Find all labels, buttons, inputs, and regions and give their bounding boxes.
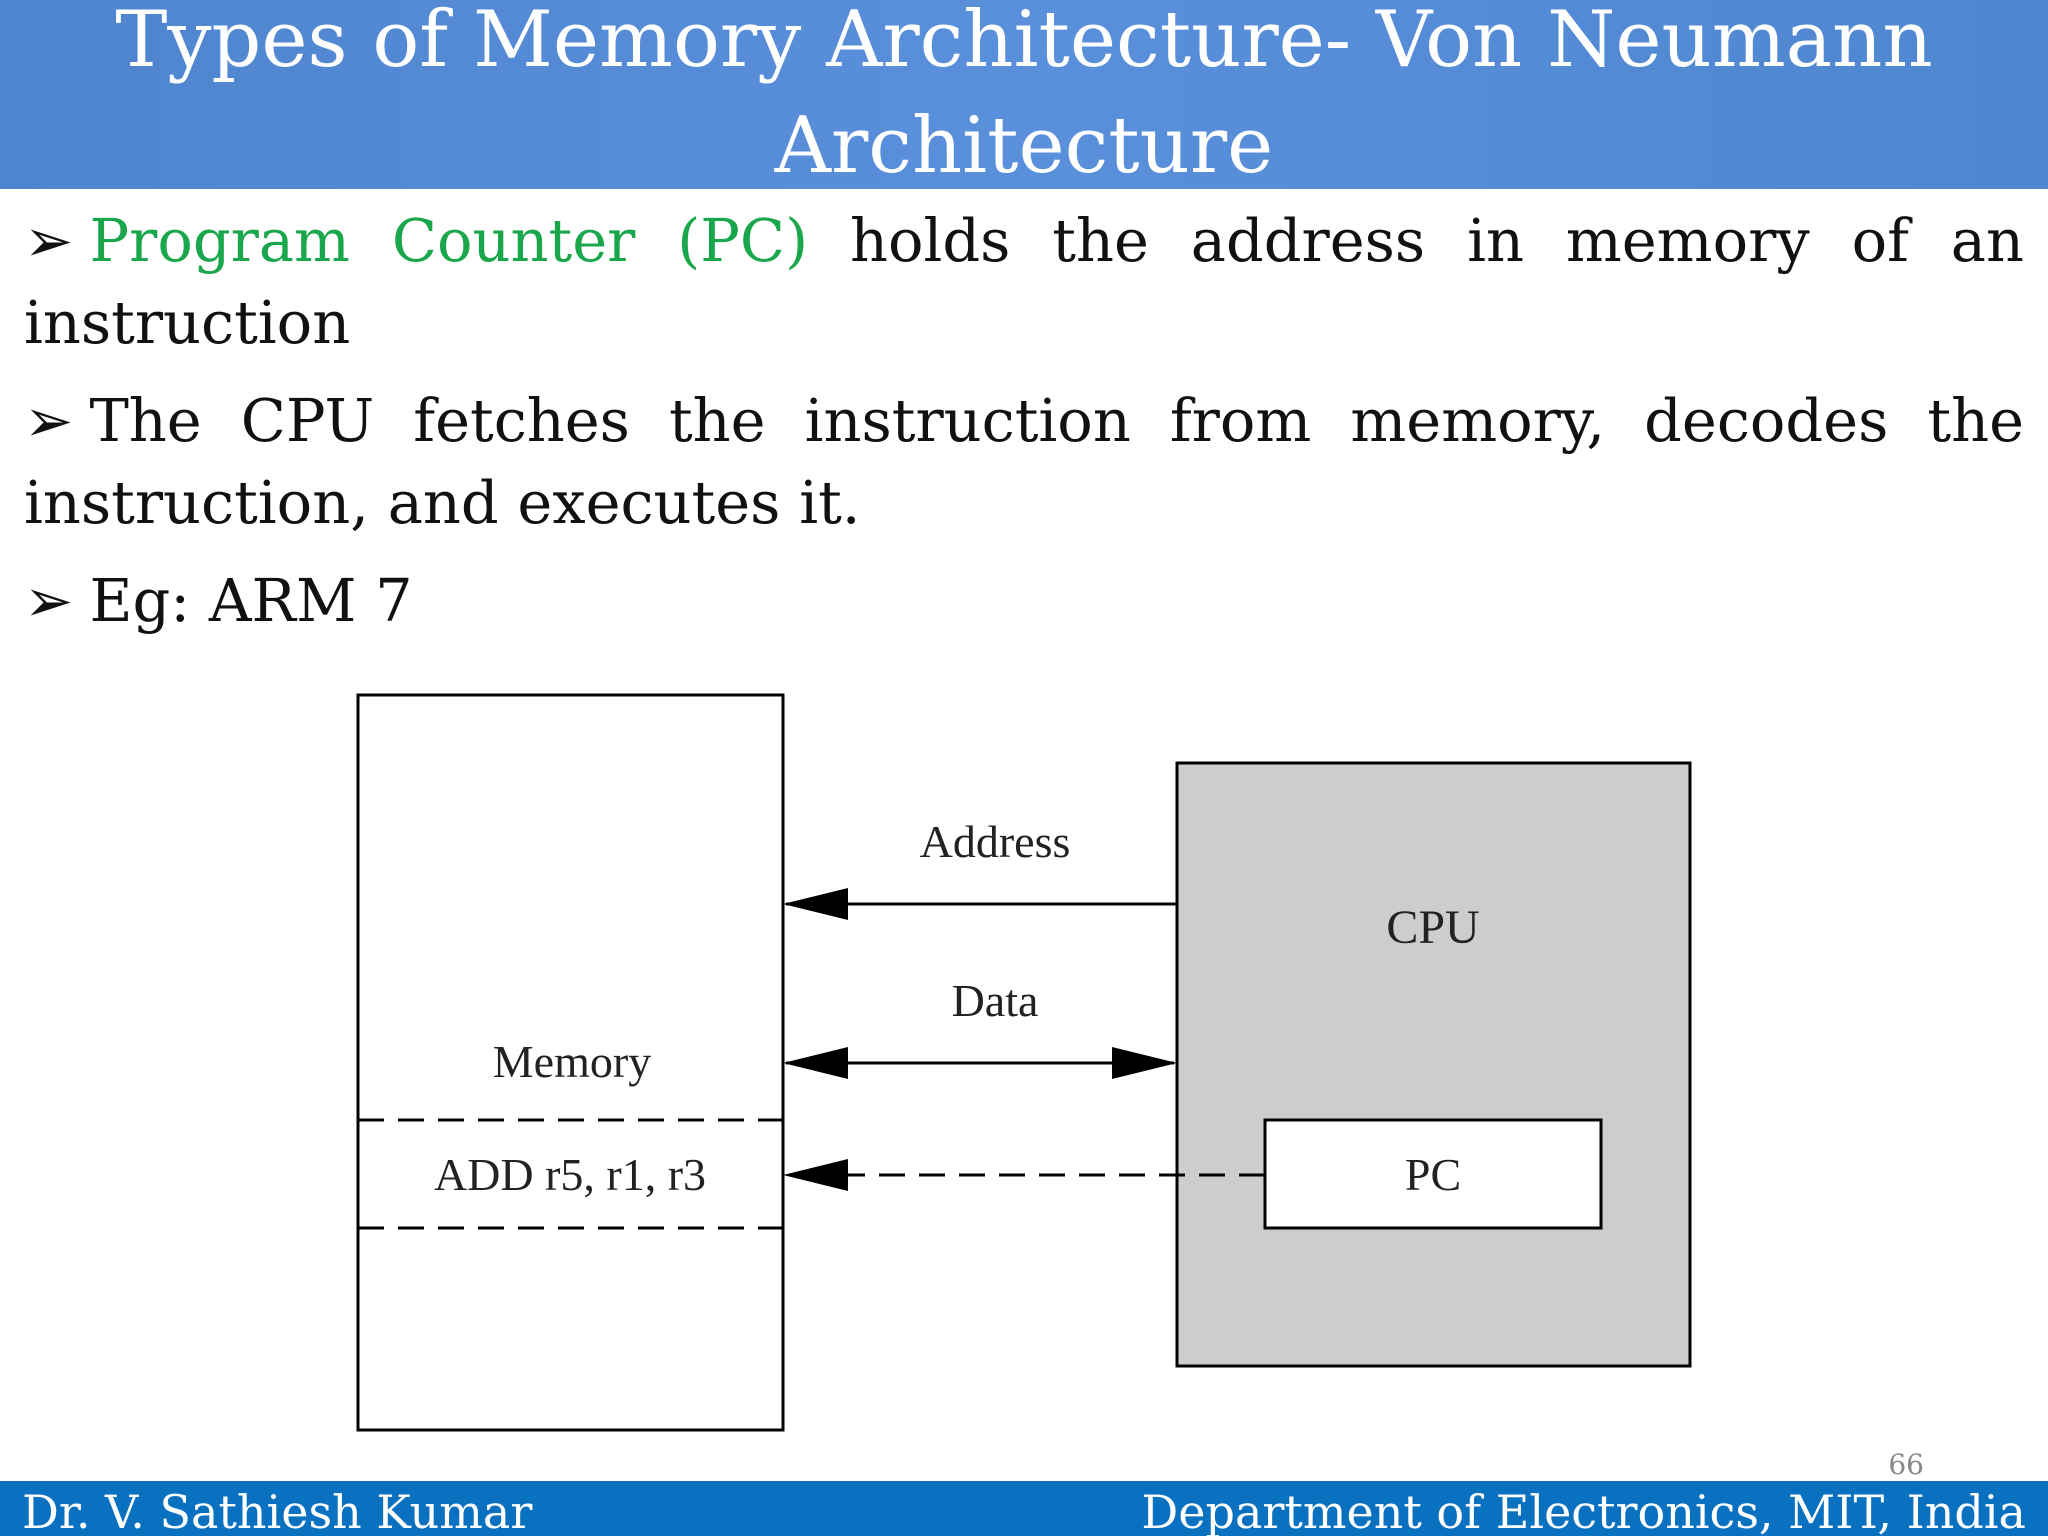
bullet-list: ➢Program Counter (PC) holds the address … <box>24 200 2024 658</box>
bullet-text: holds the address in memory of an instru… <box>24 206 2024 357</box>
slide-title: Types of Memory Architecture- Von Neuman… <box>115 0 1933 191</box>
address-label: Address <box>920 816 1071 867</box>
data-arrowhead-right <box>1112 1047 1177 1079</box>
footer-author: Dr. V. Sathiesh Kumar <box>22 1485 533 1539</box>
memory-label: Memory <box>493 1036 651 1087</box>
pc-pointer-arrowhead <box>783 1159 848 1191</box>
footer-bar: Dr. V. Sathiesh Kumar Department of Elec… <box>0 1481 2048 1539</box>
bullet-item-fetch: ➢The CPU fetches the instruction from me… <box>24 380 2024 544</box>
data-label: Data <box>952 975 1039 1026</box>
cpu-box <box>1175 761 1692 1368</box>
arrow-bullet-icon: ➢ <box>24 386 74 455</box>
bullet-item-example: ➢Eg: ARM 7 <box>24 560 2024 642</box>
arrow-bullet-icon: ➢ <box>24 566 74 635</box>
instruction-text: ADD r5, r1, r3 <box>434 1149 706 1200</box>
memory-box <box>356 693 785 1432</box>
pc-box <box>1263 1118 1603 1230</box>
pc-label: PC <box>1405 1149 1461 1200</box>
title-bar: Types of Memory Architecture- Von Neuman… <box>0 0 2048 191</box>
page-number: 66 <box>1888 1448 1924 1481</box>
address-arrowhead <box>783 888 848 920</box>
footer-department: Department of Electronics, MIT, India <box>1141 1485 2026 1539</box>
bullet-item-pc: ➢Program Counter (PC) holds the address … <box>24 200 2024 364</box>
bullet-text: The CPU fetches the instruction from mem… <box>24 386 2024 537</box>
cpu-label: CPU <box>1386 901 1479 954</box>
bullet-text: Eg: ARM 7 <box>89 566 413 635</box>
arrow-bullet-icon: ➢ <box>24 206 74 275</box>
von-neumann-diagram: Memory ADD r5, r1, r3 CPU PC Address Dat… <box>356 693 1692 1432</box>
data-arrowhead-left <box>783 1047 848 1079</box>
highlight-term: Program Counter (PC) <box>89 206 809 275</box>
